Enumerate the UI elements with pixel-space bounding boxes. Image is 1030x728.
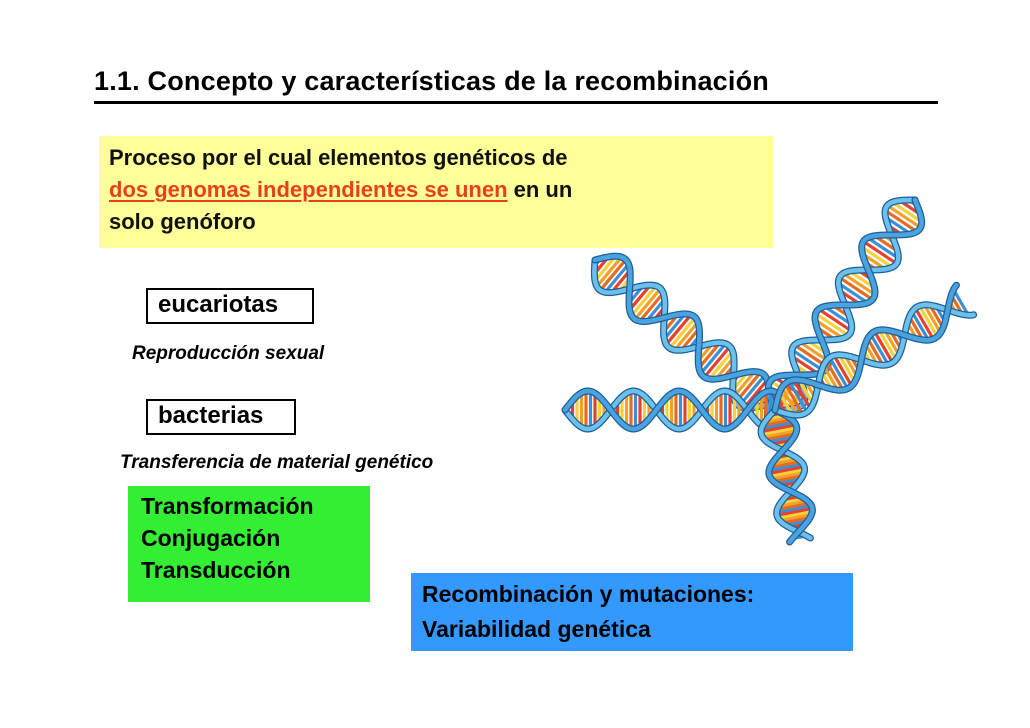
conclusion-line-2: Variabilidad genética	[422, 616, 651, 642]
conclusion-box: Recombinación y mutaciones: Variabilidad…	[411, 573, 853, 651]
conclusion-line-1: Recombinación y mutaciones:	[422, 581, 755, 607]
slide-title: 1.1. Concepto y características de la re…	[94, 66, 769, 96]
definition-text-3: solo genóforo	[109, 209, 256, 234]
dna-double-helix-recombination-icon	[561, 196, 978, 546]
eukaryotes-label: eucariotas	[146, 288, 314, 324]
definition-highlight: dos genomas independientes se unen	[109, 177, 508, 202]
definition-box: Proceso por el cual elementos genéticos …	[99, 136, 773, 248]
bacteria-note: Transferencia de material genético	[120, 452, 434, 473]
mechanism-item: Conjugación	[141, 525, 281, 551]
definition-text-1: Proceso por el cual elementos genéticos …	[109, 145, 568, 170]
mechanism-item: Transformación	[141, 493, 314, 519]
mechanisms-box: Transformación Conjugación Transducción	[128, 486, 370, 602]
bacteria-label: bacterias	[146, 399, 296, 435]
eukaryotes-note: Reproducción sexual	[132, 343, 325, 364]
definition-text-2: en un	[507, 177, 573, 202]
mechanism-item: Transducción	[141, 557, 291, 583]
title-underline	[94, 101, 938, 104]
